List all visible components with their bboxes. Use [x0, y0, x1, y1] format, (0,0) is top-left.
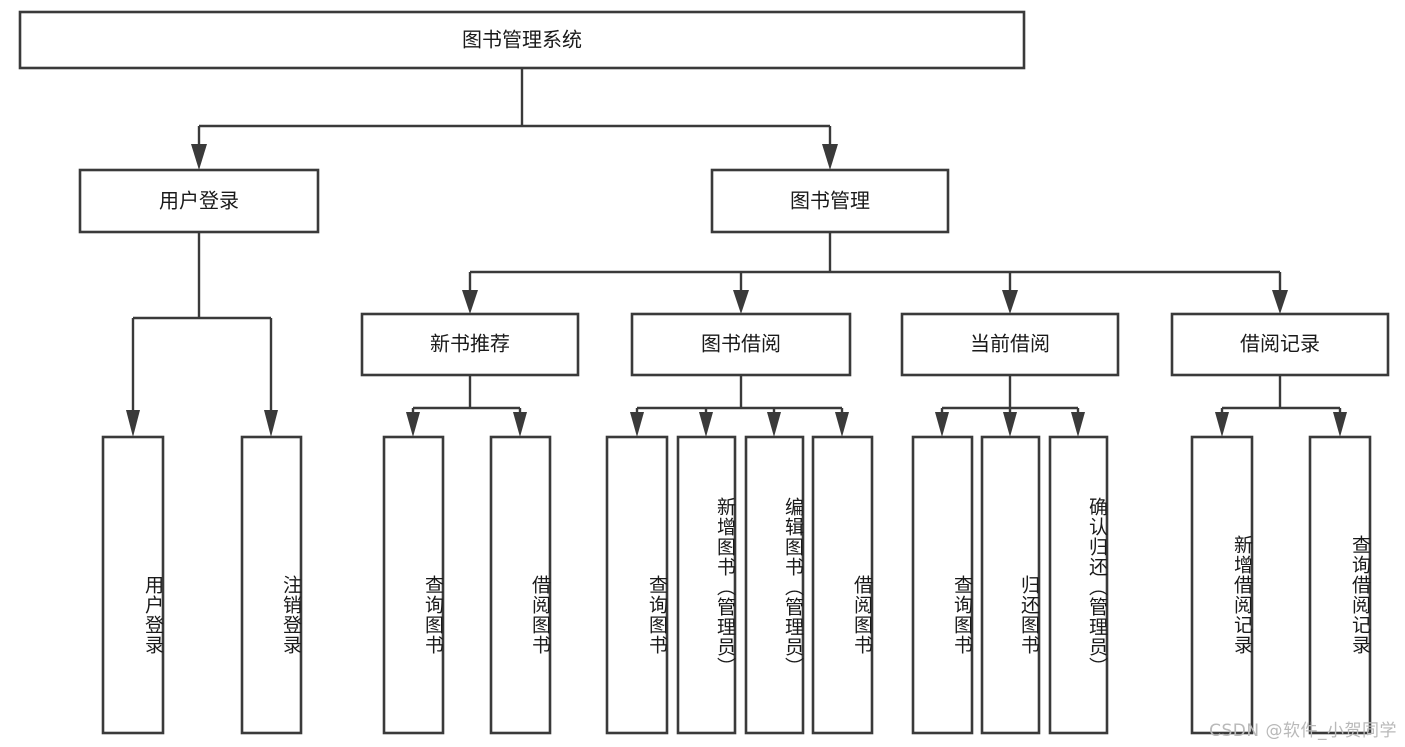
node-user-login[interactable]: 用户登录 — [78, 168, 320, 234]
node-leaf-add-book[interactable] — [676, 435, 737, 735]
node-root-label: 图书管理系统 — [462, 28, 582, 52]
node-leaf-user-login-box[interactable] — [101, 435, 165, 735]
node-book-manage-box[interactable] — [710, 168, 950, 234]
node-leaf-return-book-box[interactable] — [980, 435, 1041, 735]
node-leaf-borrow-book-2-box[interactable] — [811, 435, 874, 735]
arrowhead-leaf-query-book-2 — [630, 412, 644, 437]
arrowhead-book-borrow — [733, 290, 749, 314]
node-user-login-box[interactable] — [78, 168, 320, 234]
connector-group-borrow-record — [1215, 375, 1347, 437]
node-new-book-recommend[interactable]: 新书推荐 — [360, 312, 580, 377]
node-user-login-label: 用户登录 — [159, 189, 239, 213]
node-book-borrow[interactable]: 图书借阅 — [630, 312, 852, 377]
connector-group-new-book-recommend — [406, 375, 527, 437]
node-leaf-add-record-box[interactable] — [1190, 435, 1254, 735]
node-leaf-query-book-1[interactable] — [382, 435, 445, 735]
arrowhead-leaf-logout-login — [264, 410, 278, 437]
node-leaf-query-record[interactable] — [1308, 435, 1372, 735]
node-leaf-confirm-return[interactable] — [1048, 435, 1109, 735]
node-leaf-confirm-return-box[interactable] — [1048, 435, 1109, 735]
node-leaf-query-book-2[interactable] — [605, 435, 669, 735]
node-leaf-return-book[interactable] — [980, 435, 1041, 735]
node-leaf-user-login[interactable] — [101, 435, 165, 735]
arrowhead-leaf-user-login — [126, 410, 140, 437]
arrowhead-borrow-record — [1272, 290, 1288, 314]
node-leaf-add-record[interactable] — [1190, 435, 1254, 735]
arrowhead-current-borrow — [1002, 290, 1018, 314]
arrowhead-leaf-return-book — [1003, 412, 1017, 437]
arrowhead-leaf-borrow-book-1 — [513, 412, 527, 437]
node-leaf-query-record-box[interactable] — [1308, 435, 1372, 735]
csdn-watermark: CSDN @软件_小贺同学 — [1209, 721, 1397, 741]
arrowhead-leaf-add-book — [699, 412, 713, 437]
arrowhead-leaf-confirm-return — [1071, 412, 1085, 437]
node-root[interactable]: 图书管理系统 — [18, 10, 1026, 70]
arrowhead-user-login — [191, 144, 207, 170]
node-leaf-edit-book-box[interactable] — [744, 435, 805, 735]
node-book-borrow-label: 图书借阅 — [701, 332, 781, 356]
arrowhead-leaf-query-book-3 — [935, 412, 949, 437]
node-leaf-borrow-book-1-box[interactable] — [489, 435, 552, 735]
node-current-borrow-label: 当前借阅 — [970, 332, 1050, 356]
connector-group-current-borrow — [935, 375, 1085, 437]
node-current-borrow-box[interactable] — [900, 312, 1120, 377]
connector-group-book-borrow — [630, 375, 849, 437]
node-leaf-query-book-1-box[interactable] — [382, 435, 445, 735]
node-leaf-borrow-book-2[interactable] — [811, 435, 874, 735]
connector-group-book-manage — [462, 232, 1288, 314]
arrowhead-leaf-add-record — [1215, 412, 1229, 437]
node-new-book-recommend-box[interactable] — [360, 312, 580, 377]
node-leaf-query-book-3[interactable] — [911, 435, 974, 735]
connector-group-root — [191, 68, 838, 170]
node-leaf-add-book-box[interactable] — [676, 435, 737, 735]
arrowhead-new-book-recommend — [462, 290, 478, 314]
node-borrow-record[interactable]: 借阅记录 — [1170, 312, 1390, 377]
arrowhead-leaf-query-record — [1333, 412, 1347, 437]
node-book-borrow-box[interactable] — [630, 312, 852, 377]
node-leaf-logout-login[interactable] — [240, 435, 303, 735]
node-borrow-record-box[interactable] — [1170, 312, 1390, 377]
connector-group-user-login — [126, 232, 278, 437]
arrowhead-book-manage — [822, 144, 838, 170]
node-new-book-recommend-label: 新书推荐 — [430, 332, 510, 356]
node-leaf-logout-login-box[interactable] — [240, 435, 303, 735]
node-leaf-borrow-book-1[interactable] — [489, 435, 552, 735]
arrowhead-leaf-borrow-book-2 — [835, 412, 849, 437]
node-current-borrow[interactable]: 当前借阅 — [900, 312, 1120, 377]
node-leaf-query-book-3-box[interactable] — [911, 435, 974, 735]
node-root-box[interactable] — [18, 10, 1026, 70]
arrowhead-leaf-edit-book — [767, 412, 781, 437]
node-book-manage-label: 图书管理 — [790, 189, 870, 213]
node-leaf-query-book-2-box[interactable] — [605, 435, 669, 735]
arrowhead-leaf-query-book-1 — [406, 412, 420, 437]
node-leaf-edit-book[interactable] — [744, 435, 805, 735]
node-book-manage[interactable]: 图书管理 — [710, 168, 950, 234]
node-borrow-record-label: 借阅记录 — [1240, 332, 1320, 356]
